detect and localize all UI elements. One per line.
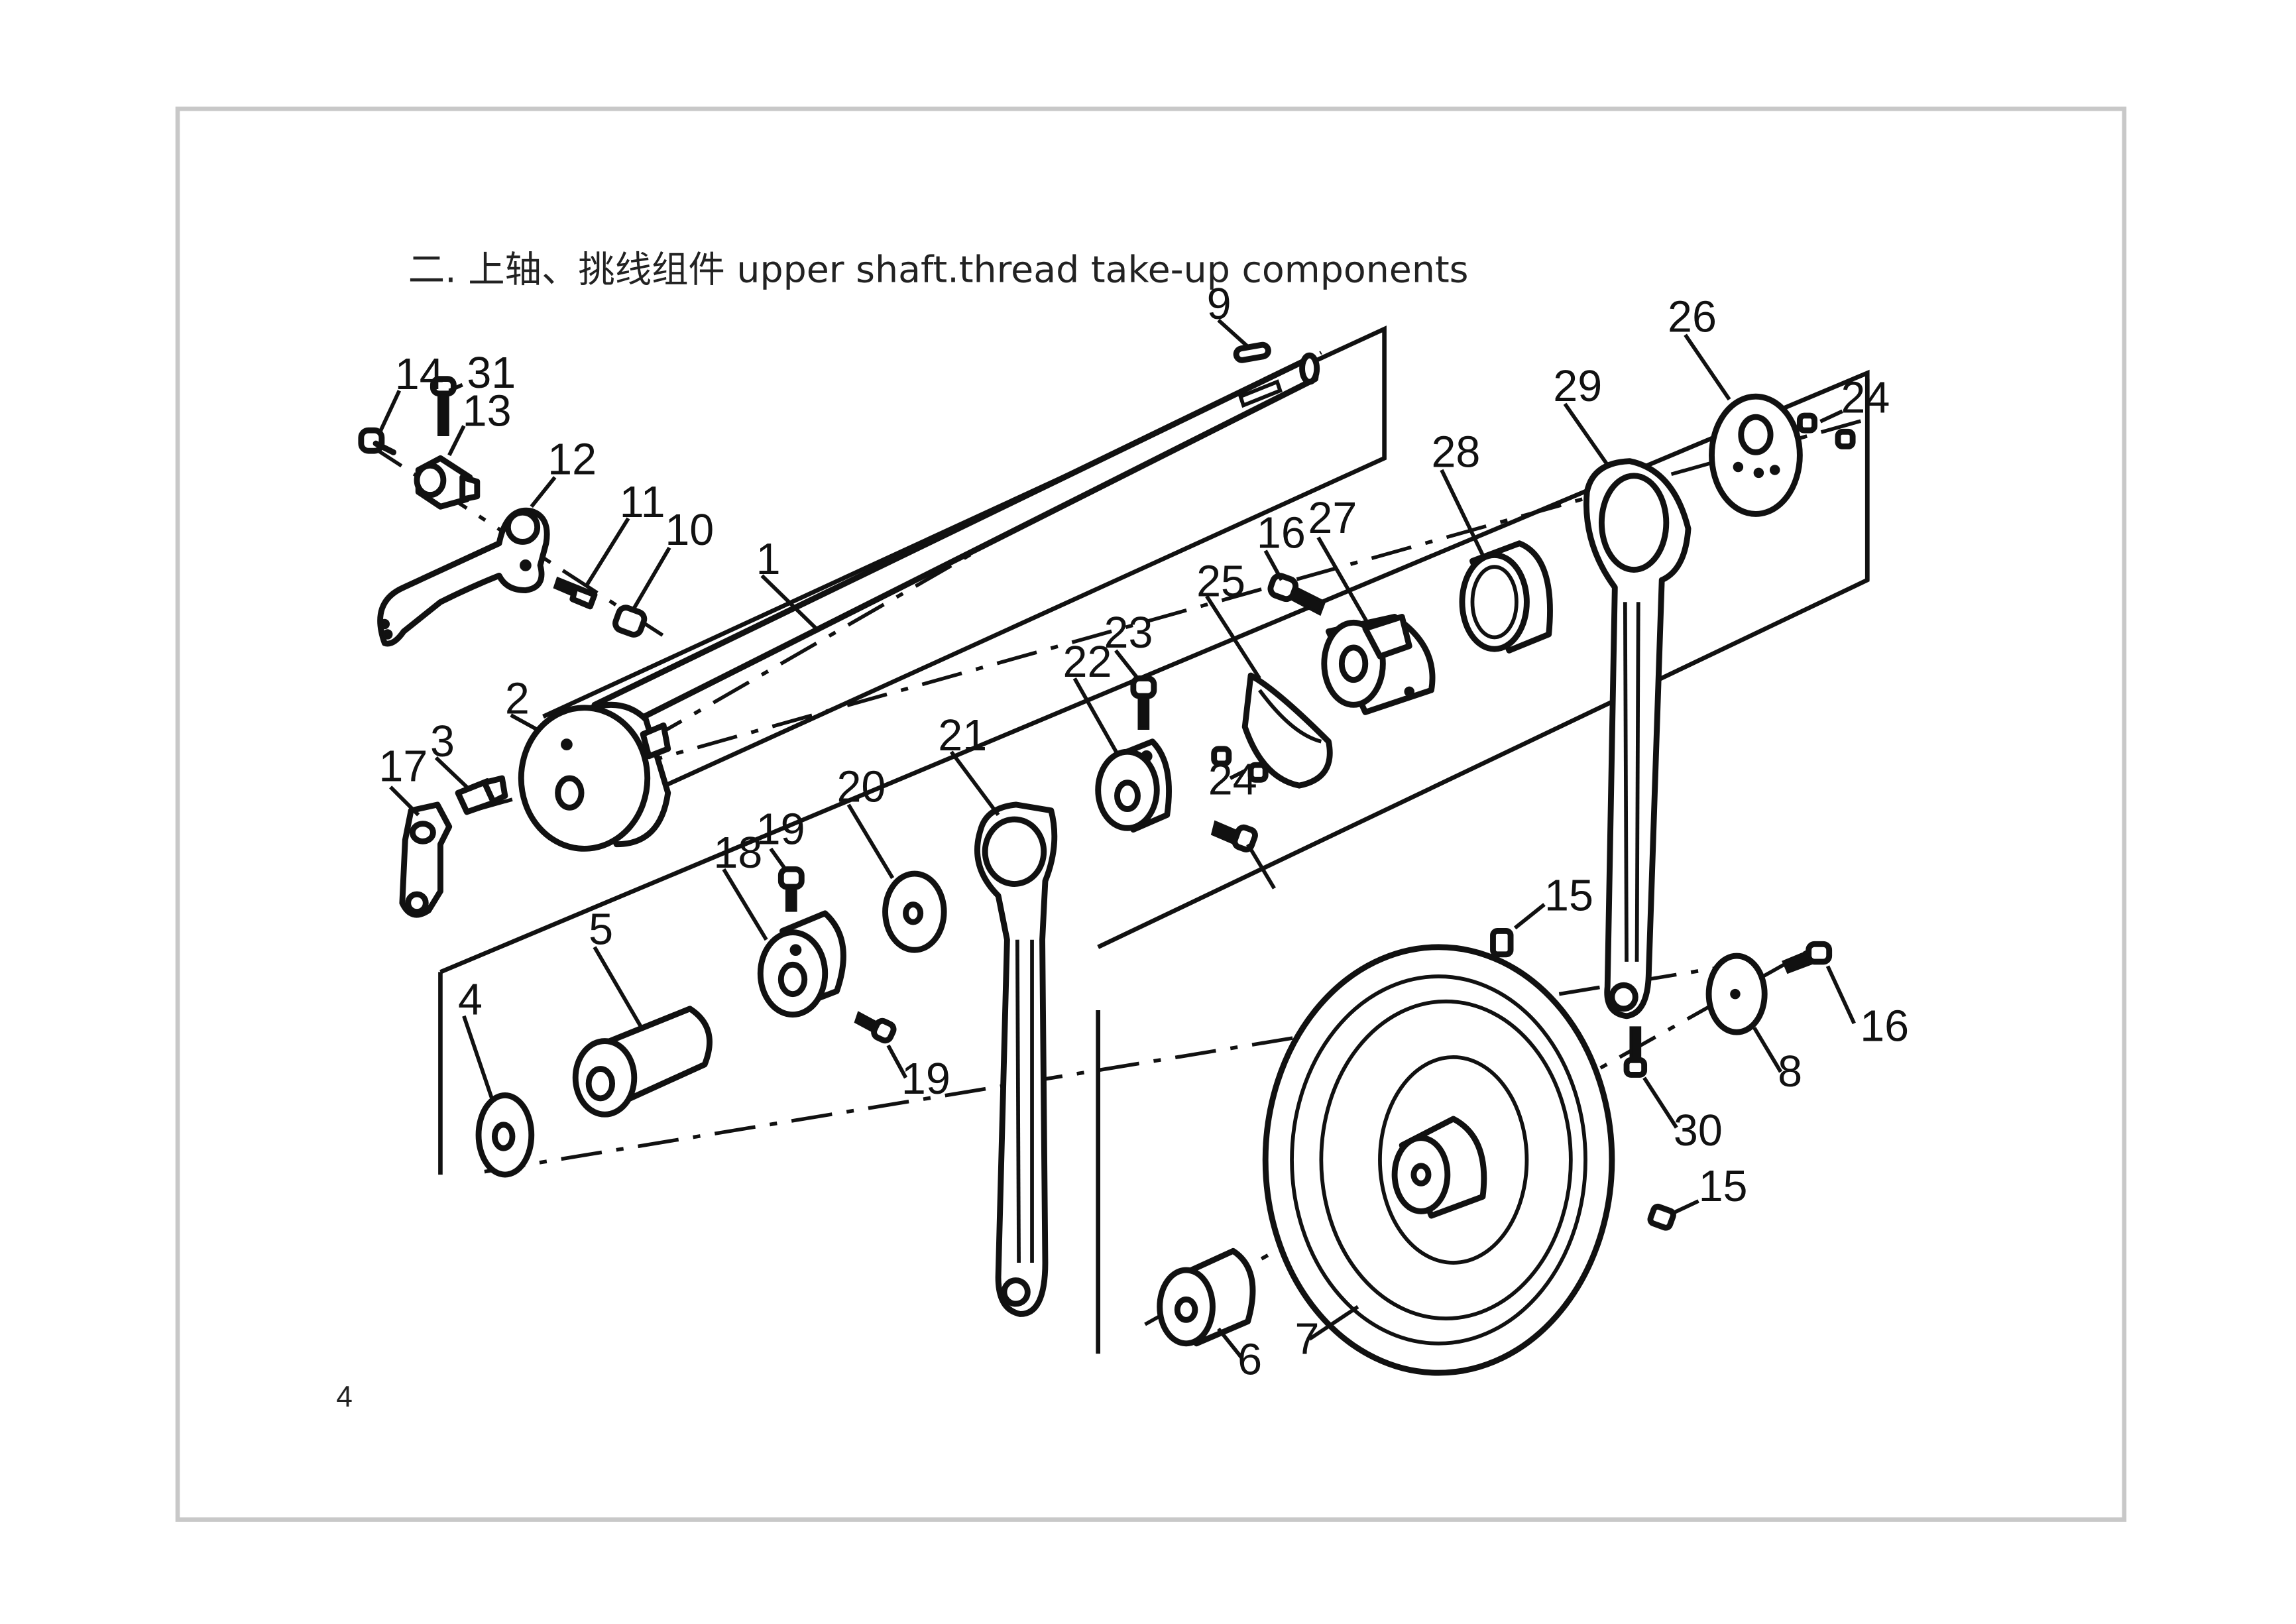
- plate-26-part: [1709, 393, 1803, 517]
- washer-20-part: [882, 870, 947, 953]
- callout-19b: 19: [901, 1055, 950, 1104]
- bushing-5-part: [572, 1006, 713, 1118]
- set-screw-15b-part: [1647, 1203, 1676, 1231]
- callout-15a: 15: [1544, 871, 1593, 920]
- callout-6: 6: [1237, 1335, 1262, 1384]
- callout-28: 28: [1431, 428, 1480, 477]
- callout-9: 9: [1207, 280, 1232, 329]
- leader-lines: [376, 318, 1856, 1360]
- upper-shaft-part: [591, 352, 1320, 738]
- washer-8-part: [1705, 953, 1768, 1035]
- callout-24b: 24: [1208, 755, 1257, 804]
- diagram-title: 二. 上轴、挑线组件 upper shaft.thread take-up co…: [408, 249, 1469, 291]
- connecting-rod-21-part: [974, 801, 1058, 1317]
- callout-16b: 16: [1860, 1002, 1909, 1051]
- stud-part: [455, 775, 508, 815]
- screw-16b-part: [1782, 941, 1833, 974]
- callout-27: 27: [1308, 494, 1357, 543]
- callout-2: 2: [505, 675, 530, 724]
- collar-22-part: [1095, 738, 1172, 833]
- rod-29-part: [1583, 458, 1692, 1019]
- bearing-28-part: [1459, 540, 1553, 654]
- handwheel-7-part: [1262, 944, 1615, 1376]
- callout-14: 14: [395, 350, 444, 399]
- callout-21: 21: [938, 711, 987, 760]
- screw-19a-part: [777, 866, 805, 912]
- cam-25-part: [1241, 672, 1333, 789]
- screw-23-part: [1130, 675, 1157, 730]
- callout-31: 31: [467, 349, 516, 398]
- callout-10: 10: [665, 506, 714, 555]
- screw-16a-part: [1267, 573, 1326, 616]
- screw-24b-part: [1247, 762, 1269, 783]
- screw-14-part: [358, 427, 397, 455]
- callout-30: 30: [1674, 1106, 1723, 1155]
- crank-part: [518, 701, 671, 852]
- take-up-lever-part: [377, 507, 550, 647]
- callout-23: 23: [1104, 609, 1153, 658]
- callout-11: 11: [620, 478, 665, 527]
- link-part: [399, 801, 453, 918]
- callout-29: 29: [1553, 362, 1602, 411]
- callout-4: 4: [458, 976, 483, 1025]
- callout-26: 26: [1668, 293, 1717, 342]
- callout-25: 25: [1196, 557, 1245, 606]
- callout-19a: 19: [756, 805, 805, 854]
- screw-24a-part: [1211, 746, 1232, 767]
- callout-18: 18: [713, 829, 762, 878]
- callout-5: 5: [589, 905, 613, 954]
- screw-11-part: [553, 576, 598, 610]
- callout-7: 7: [1294, 1314, 1319, 1363]
- nut-10-part: [612, 605, 648, 638]
- key-part: [1233, 341, 1271, 363]
- callout-22: 22: [1063, 638, 1112, 687]
- callout-17: 17: [378, 742, 428, 791]
- bushing-6-part: [1157, 1247, 1256, 1347]
- bushing-part: [414, 455, 481, 510]
- set-screw-15a-part: [1490, 927, 1514, 958]
- callout-15b: 15: [1699, 1162, 1748, 1211]
- callout-13: 13: [463, 386, 512, 435]
- callout-1: 1: [756, 535, 781, 584]
- screw-22b-part: [1210, 820, 1258, 852]
- screw-31-part: [430, 376, 457, 437]
- screw-30-part: [1623, 1026, 1648, 1078]
- callout-20: 20: [836, 762, 886, 811]
- callout-3: 3: [430, 717, 455, 766]
- page-frame: [175, 106, 2127, 1522]
- crank-27-part: [1321, 613, 1436, 715]
- callout-24a: 24: [1841, 374, 1890, 423]
- callout-12: 12: [547, 435, 597, 485]
- group-boundaries: [438, 325, 1870, 1354]
- screw-19b-part: [854, 1011, 897, 1044]
- collar-18-part: [757, 910, 846, 1018]
- callout-8: 8: [1778, 1047, 1802, 1096]
- callout-labels: 1 2 3 4 5 6 7 8 9 10 11 12 13 14 15 15 1…: [378, 280, 1909, 1384]
- callout-16a: 16: [1257, 508, 1306, 557]
- page-number: 4: [336, 1381, 353, 1413]
- screw-24d-part: [1835, 428, 1856, 449]
- screw-24c-part: [1796, 412, 1817, 434]
- washer-4-part: [475, 1092, 535, 1178]
